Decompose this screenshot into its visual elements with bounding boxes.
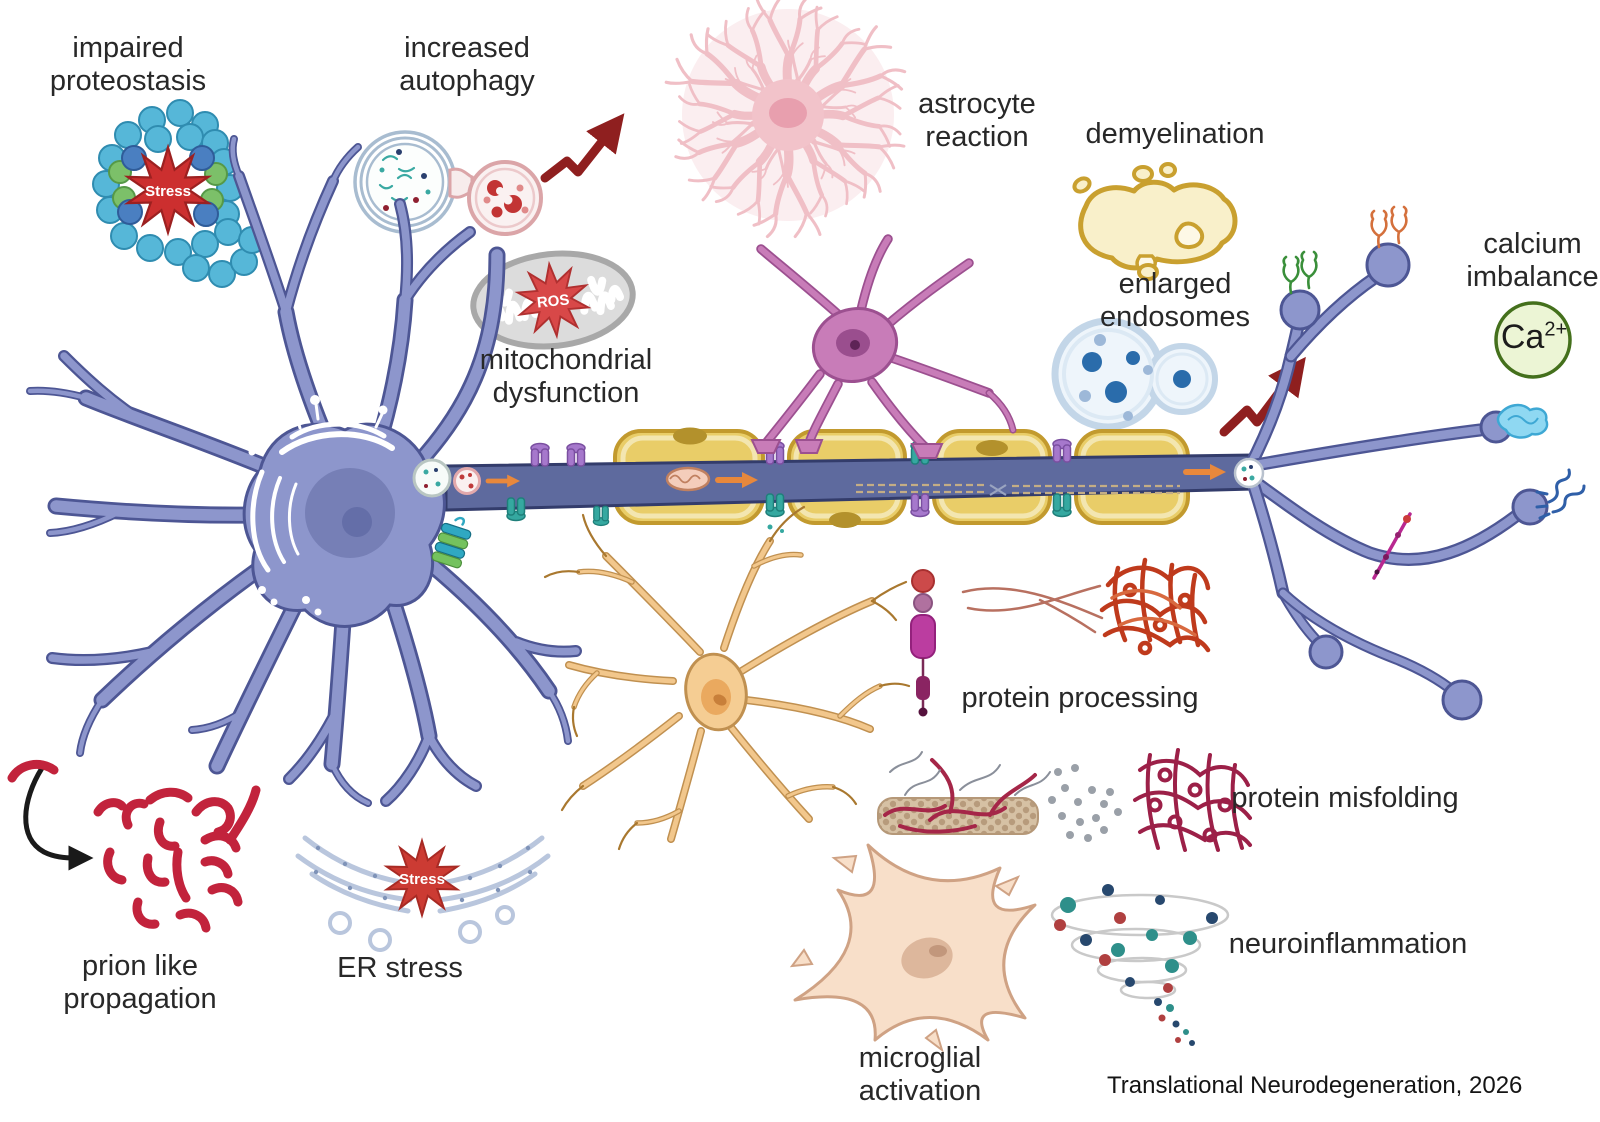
soma-autophagosome-icon: [412, 458, 481, 498]
label-astrocyte-reaction: astrocyte reaction: [918, 88, 1036, 153]
protein-processing-icon: [910, 557, 1211, 717]
synaptic-bouton: [1365, 242, 1411, 288]
schwann-cell-nucleus: [976, 440, 1008, 456]
misfolded-tangle-icon: [1133, 748, 1252, 852]
label-impaired-proteostasis: impaired proteostasis: [49, 32, 207, 97]
label-er-stress: ER stress: [337, 952, 463, 984]
synaptic-bouton: [1279, 289, 1321, 331]
synapse-marker-icon: [1372, 512, 1412, 580]
schwann-cell-nucleus: [673, 427, 707, 445]
neuron-soma: [242, 389, 520, 628]
schwann-cell-nucleus: [829, 512, 861, 528]
astrocyte-nucleus: [769, 98, 807, 128]
neuroinflammation-icon: [1050, 884, 1230, 1046]
axon-mitochondrion-icon: [665, 466, 711, 492]
ros-text: ROS: [536, 291, 570, 311]
endoplasmic-reticulum-icon: [248, 448, 322, 616]
ion-channels: [506, 438, 1072, 533]
oligodendrocyte-cell: [750, 239, 1013, 459]
green-receptor-icon: [1300, 250, 1318, 290]
label-prion-like-propagation: prion like propagation: [63, 950, 217, 1015]
spiral-trail-dots: [1154, 998, 1195, 1046]
proteasome-icon: [431, 516, 472, 569]
protein-misfolding-icon: [877, 748, 1252, 852]
nucleolus: [342, 507, 372, 537]
label-increased-autophagy: increased autophagy: [399, 32, 535, 97]
golgi-icon: [279, 389, 395, 455]
orange-receptor-icon: [1370, 209, 1388, 249]
aggregate-tangle-icon: [1099, 557, 1211, 656]
calcium-ion-icon: [1494, 301, 1572, 379]
prion-propagation-icon: [7, 759, 261, 933]
axon-terminals: [1233, 205, 1586, 721]
oligodendrocyte-endfeet: [750, 439, 944, 459]
propagation-arrow-icon: [23, 765, 94, 871]
impaired-proteostasis-icon: [92, 99, 266, 288]
microglia-cell: [789, 843, 1037, 1053]
blue-receptor-icon: [1535, 468, 1586, 520]
astrocyte-reaction-icon: [664, 0, 911, 237]
increased-autophagy-icon: [353, 113, 625, 236]
microtubule-icon: [877, 797, 1039, 835]
er-stress-text: Stress: [399, 871, 445, 888]
synaptic-bouton: [1308, 634, 1344, 670]
label-neuroinflammation: neuroinflammation: [1228, 928, 1468, 960]
label-protein-processing: protein processing: [961, 682, 1199, 714]
orange-glial-cell: [543, 505, 911, 851]
label-demyelination: demyelination: [1085, 118, 1265, 150]
green-receptor-icon: [1282, 255, 1300, 295]
label-calcium-imbalance: calcium imbalance: [1466, 228, 1599, 293]
enlarged-endosomes-icon: [1051, 317, 1306, 437]
demyelination-icon: [1072, 162, 1238, 281]
calcium-ion-text: Ca2+: [1500, 318, 1568, 356]
fibrils-icon: [961, 584, 1104, 634]
proteostasis-stress-text: Stress: [145, 183, 191, 200]
label-protein-misfolding: protein misfolding: [1231, 782, 1459, 814]
orange-receptor-icon: [1390, 205, 1408, 245]
increase-arrow-icon: [540, 113, 625, 183]
tau-strands-icon: [883, 758, 1037, 834]
label-mitochondrial-dysfunction: mitochondrial dysfunction: [479, 344, 653, 409]
label-enlarged-endosomes: enlarged endosomes: [1100, 268, 1250, 333]
transport-vesicle-icon: [1233, 457, 1265, 489]
cyan-vesicle-icon: [1496, 403, 1549, 439]
er-stress-icon: [295, 835, 551, 952]
app-protein-icon: [910, 569, 936, 717]
label-microglial-activation: microglial activation: [858, 1042, 982, 1107]
microtubule-tracks: [856, 483, 1180, 495]
tubulin-dots: [1048, 764, 1122, 842]
citation: Translational Neurodegeneration, 2026: [1107, 1072, 1523, 1099]
synaptic-bouton: [1441, 679, 1483, 721]
